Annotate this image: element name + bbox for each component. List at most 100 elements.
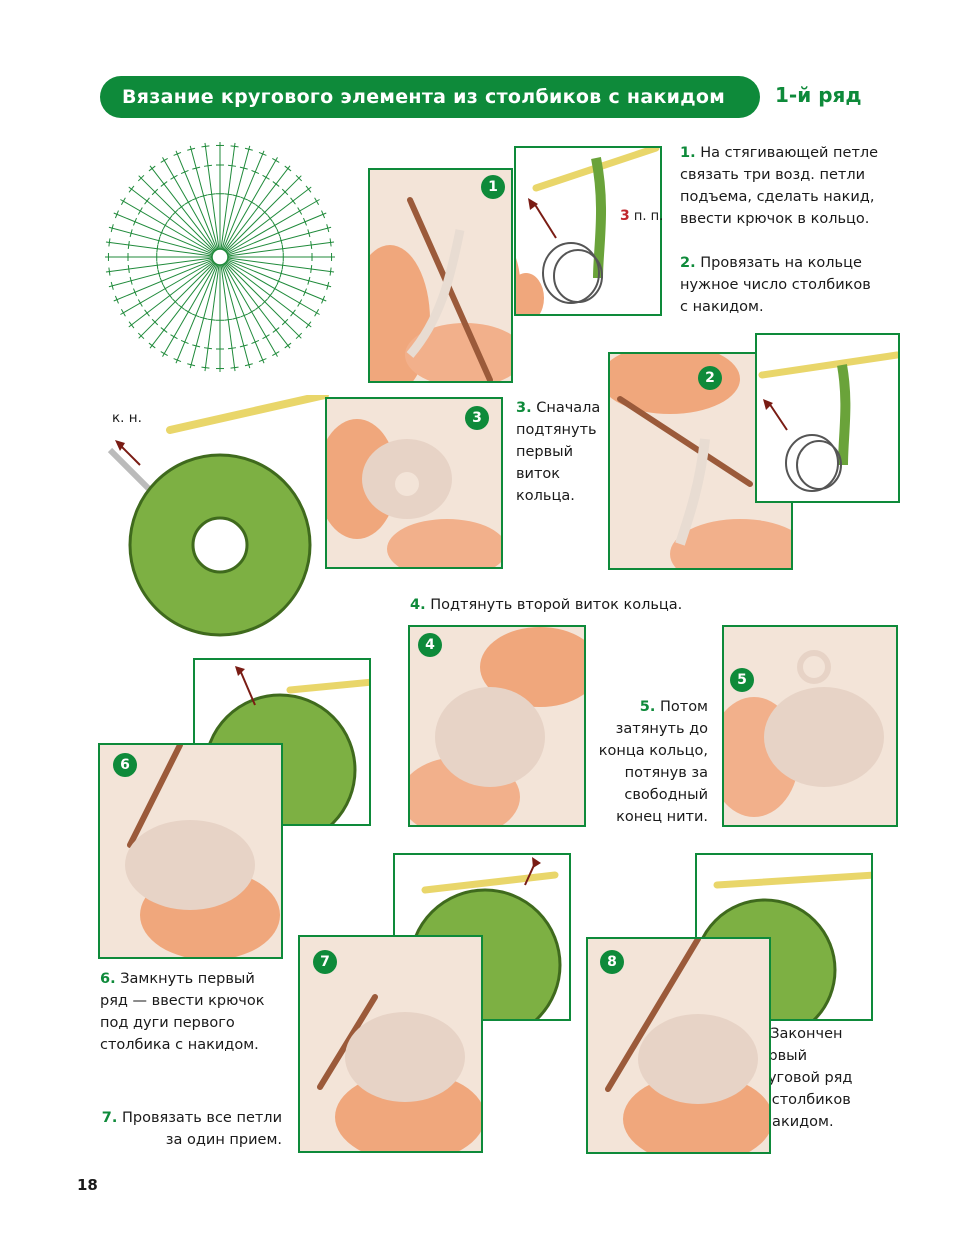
photo-badge-2: 2 (698, 366, 722, 390)
chart-stitch-tick (178, 304, 185, 311)
chart-stitch-tick (133, 288, 137, 297)
chart-stitch-tick (262, 174, 270, 180)
chart-stitch-tick (310, 264, 313, 274)
chart-stitch-line (224, 263, 291, 349)
chart-stitch-tick (159, 228, 164, 237)
chart-stitch-tick (127, 240, 130, 250)
chart-stitch-tick (239, 344, 248, 348)
chart-stitch-line (138, 175, 215, 252)
chart-stitch-tick (129, 229, 133, 238)
chart-stitch-tick (261, 209, 268, 216)
photo-badge-6: 6 (113, 753, 137, 777)
chart-stitch-tick (157, 236, 161, 245)
step-8-text: 8. Закончен первый круговой ряд из столб… (750, 1026, 853, 1130)
chart-stitch-tick (240, 196, 249, 201)
chart-stitch-tick (314, 309, 320, 317)
chart-stitch-tick (255, 304, 262, 311)
chart-stitch-tick (192, 166, 201, 170)
chart-center-ring (211, 248, 229, 266)
chart-stitch-tick (133, 217, 137, 226)
chart-stitch-tick (297, 299, 303, 307)
chart-stitch-line (105, 241, 213, 257)
stitch-chart-diagram (100, 135, 340, 380)
chart-stitch-line (204, 142, 220, 250)
chart-stitch-tick (227, 347, 237, 350)
chart-stitch-tick (244, 147, 253, 151)
chart-stitch-tick (272, 327, 280, 333)
chart-stitch-tick (137, 332, 145, 340)
chart-stitch-line (113, 259, 213, 302)
chart-stitch-line (222, 150, 265, 250)
chart-stitch-line (220, 264, 236, 372)
chart-stitch-tick (184, 309, 193, 315)
chart-stitch-tick (307, 276, 311, 285)
photo-badge-8: 8 (600, 950, 624, 974)
chart-stitch-tick (310, 240, 313, 250)
chart-stitch-line (226, 261, 312, 328)
chart-stitch-line (225, 262, 302, 339)
chart-stitch-tick (128, 185, 135, 193)
chart-stitch-line (149, 263, 216, 349)
chart-stitch-tick (230, 366, 239, 369)
photo-badge-3: 3 (465, 406, 489, 430)
step-5-text: 5. Потом затянуть до конца кольцо, потян… (598, 699, 708, 825)
chart-stitch-tick (148, 342, 156, 349)
chart-stitch-tick (191, 313, 200, 318)
chart-stitch-tick (295, 332, 303, 340)
chart-stitch-tick (276, 228, 281, 237)
chart-stitch-tick (314, 197, 320, 205)
chart-stitch-line (227, 258, 332, 288)
chart-stitch-tick (148, 165, 156, 172)
chart-stitch-tick (137, 174, 145, 182)
chart-stitch-line (120, 199, 214, 254)
chart-stitch-line (120, 260, 214, 315)
chart-stitch-tick (173, 358, 182, 363)
chart-stitch-tick (178, 203, 185, 210)
chart-stitch-tick (281, 261, 284, 270)
chart-stitch-tick (247, 199, 256, 205)
photo-step-5 (722, 625, 898, 827)
chart-stitch-tick (172, 209, 179, 216)
chart-stitch-tick (201, 145, 210, 148)
chart-stitch-tick (156, 261, 159, 270)
chart-stitch-tick (191, 196, 200, 201)
chart-stitch-tick (262, 334, 270, 340)
chart-stitch-line (227, 259, 327, 302)
chart-stitch-tick (108, 238, 111, 247)
chart-stitch-tick (184, 199, 193, 205)
chart-stitch-tick (281, 188, 289, 196)
chart-stitch-tick (284, 342, 292, 349)
photo-step-3 (325, 397, 503, 569)
chart-stitch-line (113, 212, 213, 255)
drawing-step-1 (514, 146, 662, 316)
step-4-text: 4. Подтянуть второй виток кольца. (410, 597, 683, 613)
row-label: 1-й ряд (775, 83, 862, 107)
chart-stitch-line (108, 226, 213, 256)
chart-stitch-tick (137, 207, 143, 215)
chart-stitch-tick (227, 164, 237, 167)
page-number: 18 (77, 1176, 98, 1194)
chart-stitch-line (221, 264, 251, 369)
chart-stitch-tick (180, 340, 189, 344)
chart-stitch-tick (305, 185, 312, 193)
chart-stitch-tick (120, 197, 126, 205)
chart-stitch-tick (267, 215, 274, 222)
chart-stitch-tick (290, 309, 296, 317)
chart-stitch-tick (297, 207, 303, 215)
chart-stitch-tick (151, 318, 159, 326)
photo-step-1 (368, 168, 513, 383)
chart-stitch-tick (267, 292, 274, 299)
chart-stitch-tick (281, 318, 289, 326)
section-title: Вязание кругового элемента из столбиков … (122, 86, 726, 108)
chart-stitch-tick (232, 194, 241, 198)
step-3-text: 3. Сначала подтянуть первый виток кольца… (516, 400, 601, 504)
chart-stitch-tick (251, 170, 260, 174)
chart-stitch-tick (224, 193, 233, 196)
photo-badge-1: 1 (481, 175, 505, 199)
chart-stitch-tick (159, 277, 164, 286)
chart-stitch-tick (137, 299, 143, 307)
chart-stitch-tick (201, 366, 210, 369)
chart-stitch-tick (110, 224, 114, 233)
chart-stitch-tick (258, 358, 267, 363)
chart-stitch-tick (114, 295, 119, 304)
